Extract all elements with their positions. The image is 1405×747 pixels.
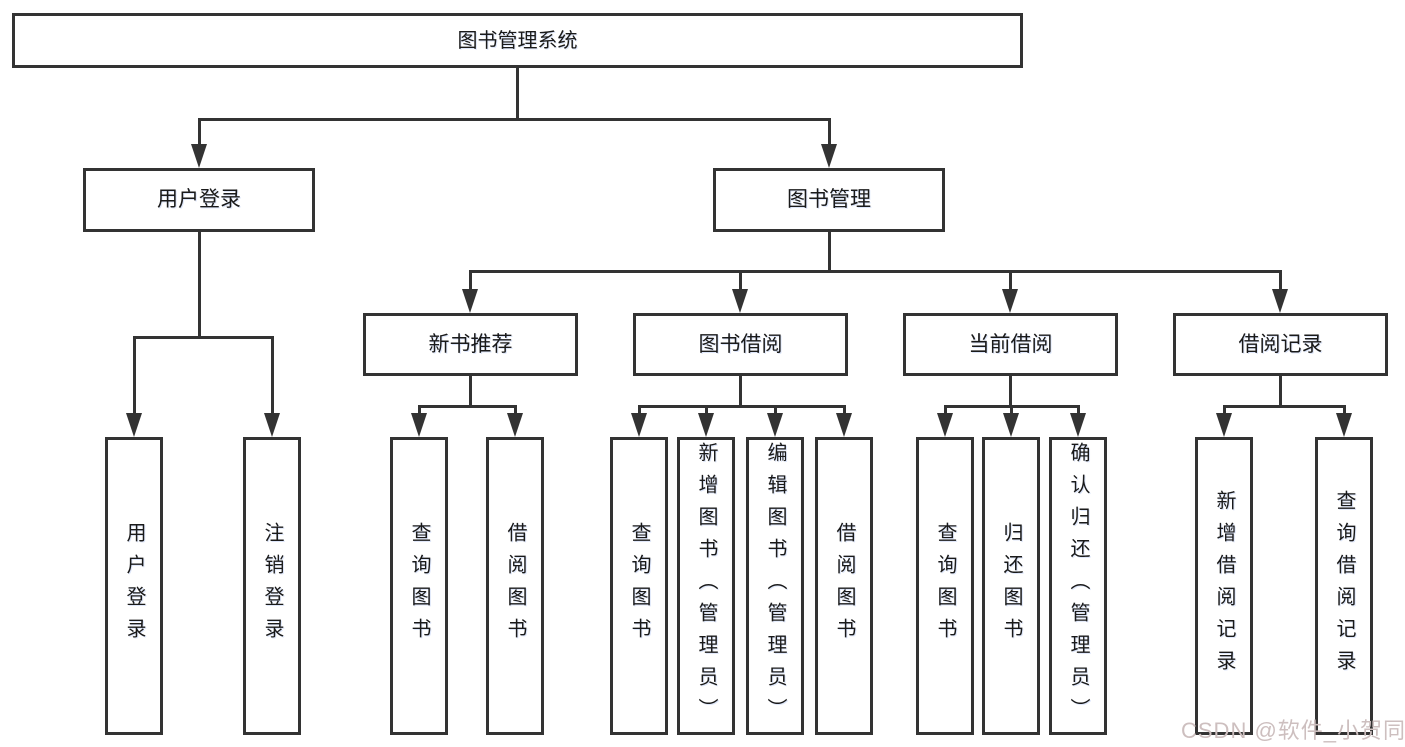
connector — [271, 336, 274, 415]
connector — [1223, 405, 1345, 408]
node-label: 借阅记录 — [1238, 332, 1323, 356]
connector — [843, 405, 846, 415]
node-label: 当前借阅 — [968, 332, 1053, 356]
leaf-recommend-query-books: 查询图书 — [390, 437, 448, 735]
leaf-current-query-books: 查询图书 — [916, 437, 974, 735]
node-label: 图书管理 — [787, 188, 871, 212]
connector — [1077, 405, 1080, 415]
csdn-watermark: CSDN @软件_小贺同学 — [1181, 718, 1405, 743]
node-label: 查询图书 — [934, 522, 956, 650]
node-label: 新增借阅记录 — [1213, 490, 1235, 682]
arrowhead-down-icon — [1002, 289, 1018, 313]
arrowhead-down-icon — [1003, 413, 1019, 437]
connector — [469, 270, 472, 291]
connector — [1010, 405, 1013, 415]
arrowhead-down-icon — [821, 144, 837, 168]
node-new-book-recommendation: 新书推荐 — [363, 313, 578, 376]
connector — [944, 405, 947, 415]
connector — [418, 405, 516, 408]
arrowhead-down-icon — [411, 413, 427, 437]
node-label: 归还图书 — [1000, 522, 1022, 650]
connector — [198, 232, 201, 336]
arrowhead-down-icon — [264, 413, 280, 437]
node-label: 查询借阅记录 — [1333, 490, 1355, 682]
node-user-login: 用户登录 — [83, 168, 315, 232]
connector — [1009, 270, 1012, 291]
arrowhead-down-icon — [767, 413, 783, 437]
leaf-logout: 注销登录 — [243, 437, 301, 735]
leaf-user-login: 用户登录 — [105, 437, 163, 735]
node-label: 图书借阅 — [698, 332, 783, 356]
connector — [1009, 376, 1012, 408]
connector — [1279, 376, 1282, 408]
connector — [1343, 405, 1346, 415]
connector — [418, 405, 421, 415]
connector — [133, 336, 274, 339]
connector — [1279, 270, 1282, 291]
node-current-borrowing: 当前借阅 — [903, 313, 1118, 376]
connector — [516, 68, 519, 121]
connector — [514, 405, 517, 415]
leaf-borrowing-add-books-admin: 新增图书（管理员） — [677, 437, 735, 735]
arrowhead-down-icon — [1336, 413, 1352, 437]
node-label: 借阅图书 — [504, 522, 526, 650]
arrowhead-down-icon — [631, 413, 647, 437]
connector — [739, 376, 742, 408]
node-borrow-records: 借阅记录 — [1173, 313, 1388, 376]
connector — [739, 270, 742, 291]
node-label: 借阅图书 — [833, 522, 855, 650]
leaf-recommend-borrow-books: 借阅图书 — [486, 437, 544, 735]
node-library-management-system: 图书管理系统 — [12, 13, 1023, 68]
node-label: 新增图书（管理员） — [695, 442, 717, 730]
node-label: 确认归还（管理员） — [1067, 442, 1089, 730]
leaf-borrowing-query-books: 查询图书 — [610, 437, 668, 735]
connector — [133, 336, 136, 415]
arrowhead-down-icon — [698, 413, 714, 437]
node-label: 新书推荐 — [428, 332, 513, 356]
leaf-current-confirm-return-admin: 确认归还（管理员） — [1049, 437, 1107, 735]
arrowhead-down-icon — [126, 413, 142, 437]
node-label: 查询图书 — [628, 522, 650, 650]
node-label: 用户登录 — [157, 188, 241, 212]
arrowhead-down-icon — [191, 144, 207, 168]
node-book-management: 图书管理 — [713, 168, 945, 232]
connector — [638, 405, 845, 408]
connector — [705, 405, 708, 415]
connector — [198, 118, 201, 146]
leaf-records-query-borrow-record: 查询借阅记录 — [1315, 437, 1373, 735]
arrowhead-down-icon — [836, 413, 852, 437]
connector — [469, 270, 1282, 273]
arrowhead-down-icon — [1272, 289, 1288, 313]
connector — [198, 118, 830, 121]
node-label: 注销登录 — [261, 522, 283, 650]
connector — [469, 376, 472, 408]
connector — [828, 232, 831, 273]
arrowhead-down-icon — [507, 413, 523, 437]
node-book-borrowing: 图书借阅 — [633, 313, 848, 376]
node-label: 编辑图书（管理员） — [764, 442, 786, 730]
node-label: 查询图书 — [408, 522, 430, 650]
leaf-borrowing-borrow-books: 借阅图书 — [815, 437, 873, 735]
leaf-records-add-borrow-record: 新增借阅记录 — [1195, 437, 1253, 735]
leaf-borrowing-edit-books-admin: 编辑图书（管理员） — [746, 437, 804, 735]
connector — [828, 118, 831, 146]
connector — [774, 405, 777, 415]
arrowhead-down-icon — [1070, 413, 1086, 437]
node-label: 用户登录 — [123, 522, 145, 650]
arrowhead-down-icon — [462, 289, 478, 313]
leaf-current-return-books: 归还图书 — [982, 437, 1040, 735]
arrowhead-down-icon — [732, 289, 748, 313]
arrowhead-down-icon — [937, 413, 953, 437]
connector — [1223, 405, 1226, 415]
arrowhead-down-icon — [1216, 413, 1232, 437]
node-label: 图书管理系统 — [457, 29, 578, 52]
connector — [638, 405, 641, 415]
